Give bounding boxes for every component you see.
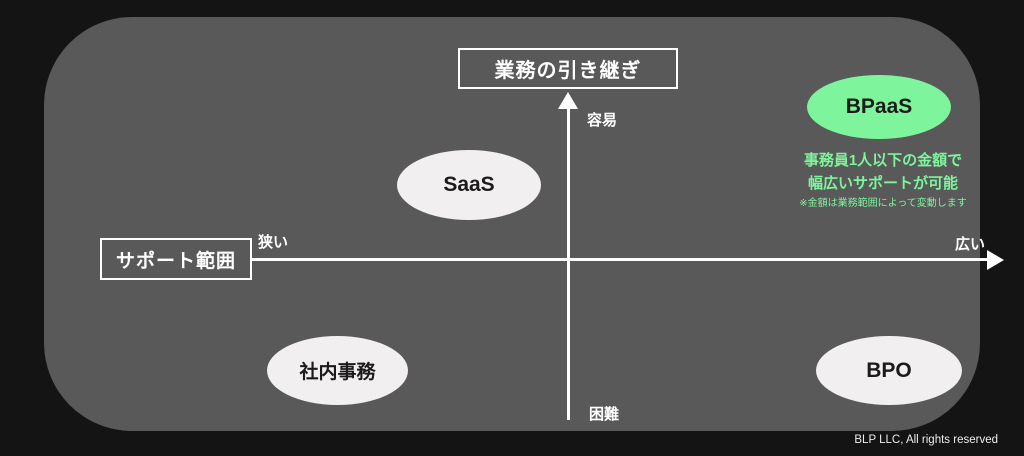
bpaas-annotation-line1: 事務員1人以下の金額で — [803, 152, 963, 169]
vertical-axis-line — [567, 107, 570, 420]
bpaas-annotation: 事務員1人以下の金額で 幅広いサポートが可能 ※金額は業務範囲によって変動します — [772, 149, 994, 212]
horizontal-axis-left-label: 狭い — [258, 234, 289, 251]
ellipse-bpo: BPO — [816, 336, 962, 405]
horizontal-axis-title-box: サポート範囲 — [100, 238, 252, 280]
ellipse-bpaas: BPaaS — [807, 75, 951, 139]
vertical-axis-bottom-label: 困難 — [589, 406, 620, 423]
arrow-right-icon — [987, 250, 1004, 270]
vertical-axis-top-label: 容易 — [587, 112, 618, 129]
bpaas-annotation-line2: 幅広いサポートが可能 — [807, 175, 958, 192]
bpaas-annotation-note: ※金額は業務範囲によって変動します — [799, 198, 967, 209]
horizontal-axis-line — [252, 258, 989, 261]
horizontal-axis-right-label: 広い — [955, 236, 986, 253]
arrow-up-icon — [558, 92, 578, 109]
ellipse-internal-office: 社内事務 — [267, 336, 408, 405]
copyright-text: BLP LLC, All rights reserved — [854, 434, 998, 446]
ellipse-saas: SaaS — [397, 150, 541, 220]
diagram-panel: 業務の引き継ぎ サポート範囲 容易 困難 狭い 広い SaaS BPaaS 社内… — [44, 17, 1004, 431]
vertical-axis-title-box: 業務の引き継ぎ — [458, 48, 678, 89]
